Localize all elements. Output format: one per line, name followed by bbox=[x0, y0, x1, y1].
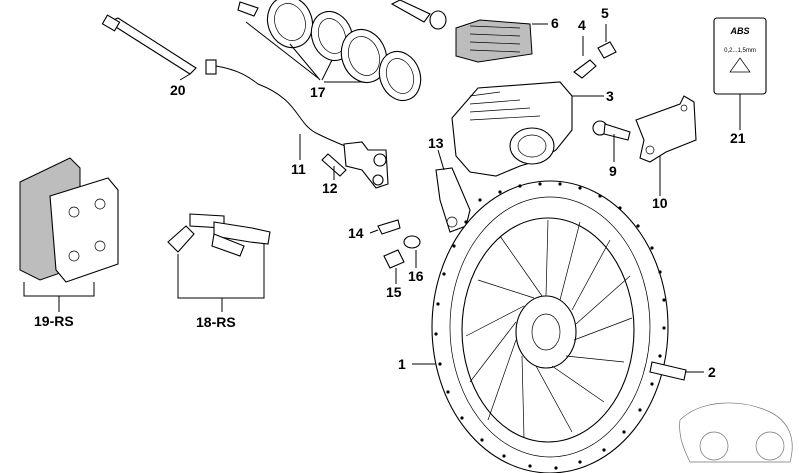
callout-2: 2 bbox=[708, 364, 716, 380]
abs-spec: 0,2...1,5mm bbox=[724, 48, 756, 54]
part-17-seal-kit[interactable] bbox=[237, 0, 427, 106]
callout-18-rs: 18-RS bbox=[196, 314, 236, 330]
callout-14: 14 bbox=[348, 225, 364, 241]
part-5-bleeder-cap[interactable] bbox=[597, 41, 617, 59]
part-4-bleeder-screw[interactable] bbox=[573, 59, 597, 79]
abs-logo: ABS bbox=[729, 26, 749, 36]
part-bolt-top[interactable] bbox=[390, 0, 447, 30]
part-14-screw[interactable] bbox=[377, 219, 401, 235]
motorcycle-thumbnail bbox=[679, 402, 793, 463]
callout-6: 6 bbox=[551, 15, 559, 31]
callout-10: 10 bbox=[652, 195, 668, 211]
callout-21: 21 bbox=[730, 130, 746, 146]
callout-13: 13 bbox=[428, 135, 444, 151]
part-16-washer[interactable] bbox=[403, 235, 421, 249]
part-11-abs-sensor[interactable] bbox=[205, 59, 389, 189]
callout-9: 9 bbox=[609, 163, 617, 179]
leader-lines bbox=[23, 21, 741, 373]
callout-1: 1 bbox=[398, 356, 406, 372]
callout-4: 4 bbox=[578, 17, 586, 33]
part-15-screw[interactable] bbox=[383, 249, 405, 269]
part-2-disc-bolt[interactable] bbox=[649, 361, 687, 381]
callout-15: 15 bbox=[386, 284, 402, 300]
part-1-brake-disc[interactable] bbox=[431, 180, 669, 473]
disc-holes bbox=[434, 182, 666, 470]
callout-3: 3 bbox=[606, 88, 614, 104]
callout-19-rs: 19-RS bbox=[34, 313, 74, 329]
callout-20: 20 bbox=[170, 82, 186, 98]
part-3-caliper[interactable] bbox=[451, 81, 573, 177]
disc-spokes bbox=[465, 219, 633, 439]
part-6-brake-pad[interactable] bbox=[455, 19, 533, 63]
part-20-cable-tie[interactable] bbox=[101, 14, 197, 75]
callout-11: 11 bbox=[291, 161, 306, 177]
callout-17: 17 bbox=[310, 84, 326, 100]
part-18-pin-kit[interactable] bbox=[167, 213, 271, 257]
part-10-bracket[interactable] bbox=[635, 95, 697, 163]
part-19-brake-pads[interactable] bbox=[19, 157, 119, 283]
callout-5: 5 bbox=[601, 5, 609, 21]
part-21-abs-label[interactable]: ABS 0,2...1,5mm bbox=[713, 17, 767, 95]
callout-12: 12 bbox=[322, 180, 338, 196]
warning-icon bbox=[729, 57, 751, 73]
part-9-bolt[interactable] bbox=[592, 120, 631, 141]
callout-16: 16 bbox=[408, 268, 424, 284]
